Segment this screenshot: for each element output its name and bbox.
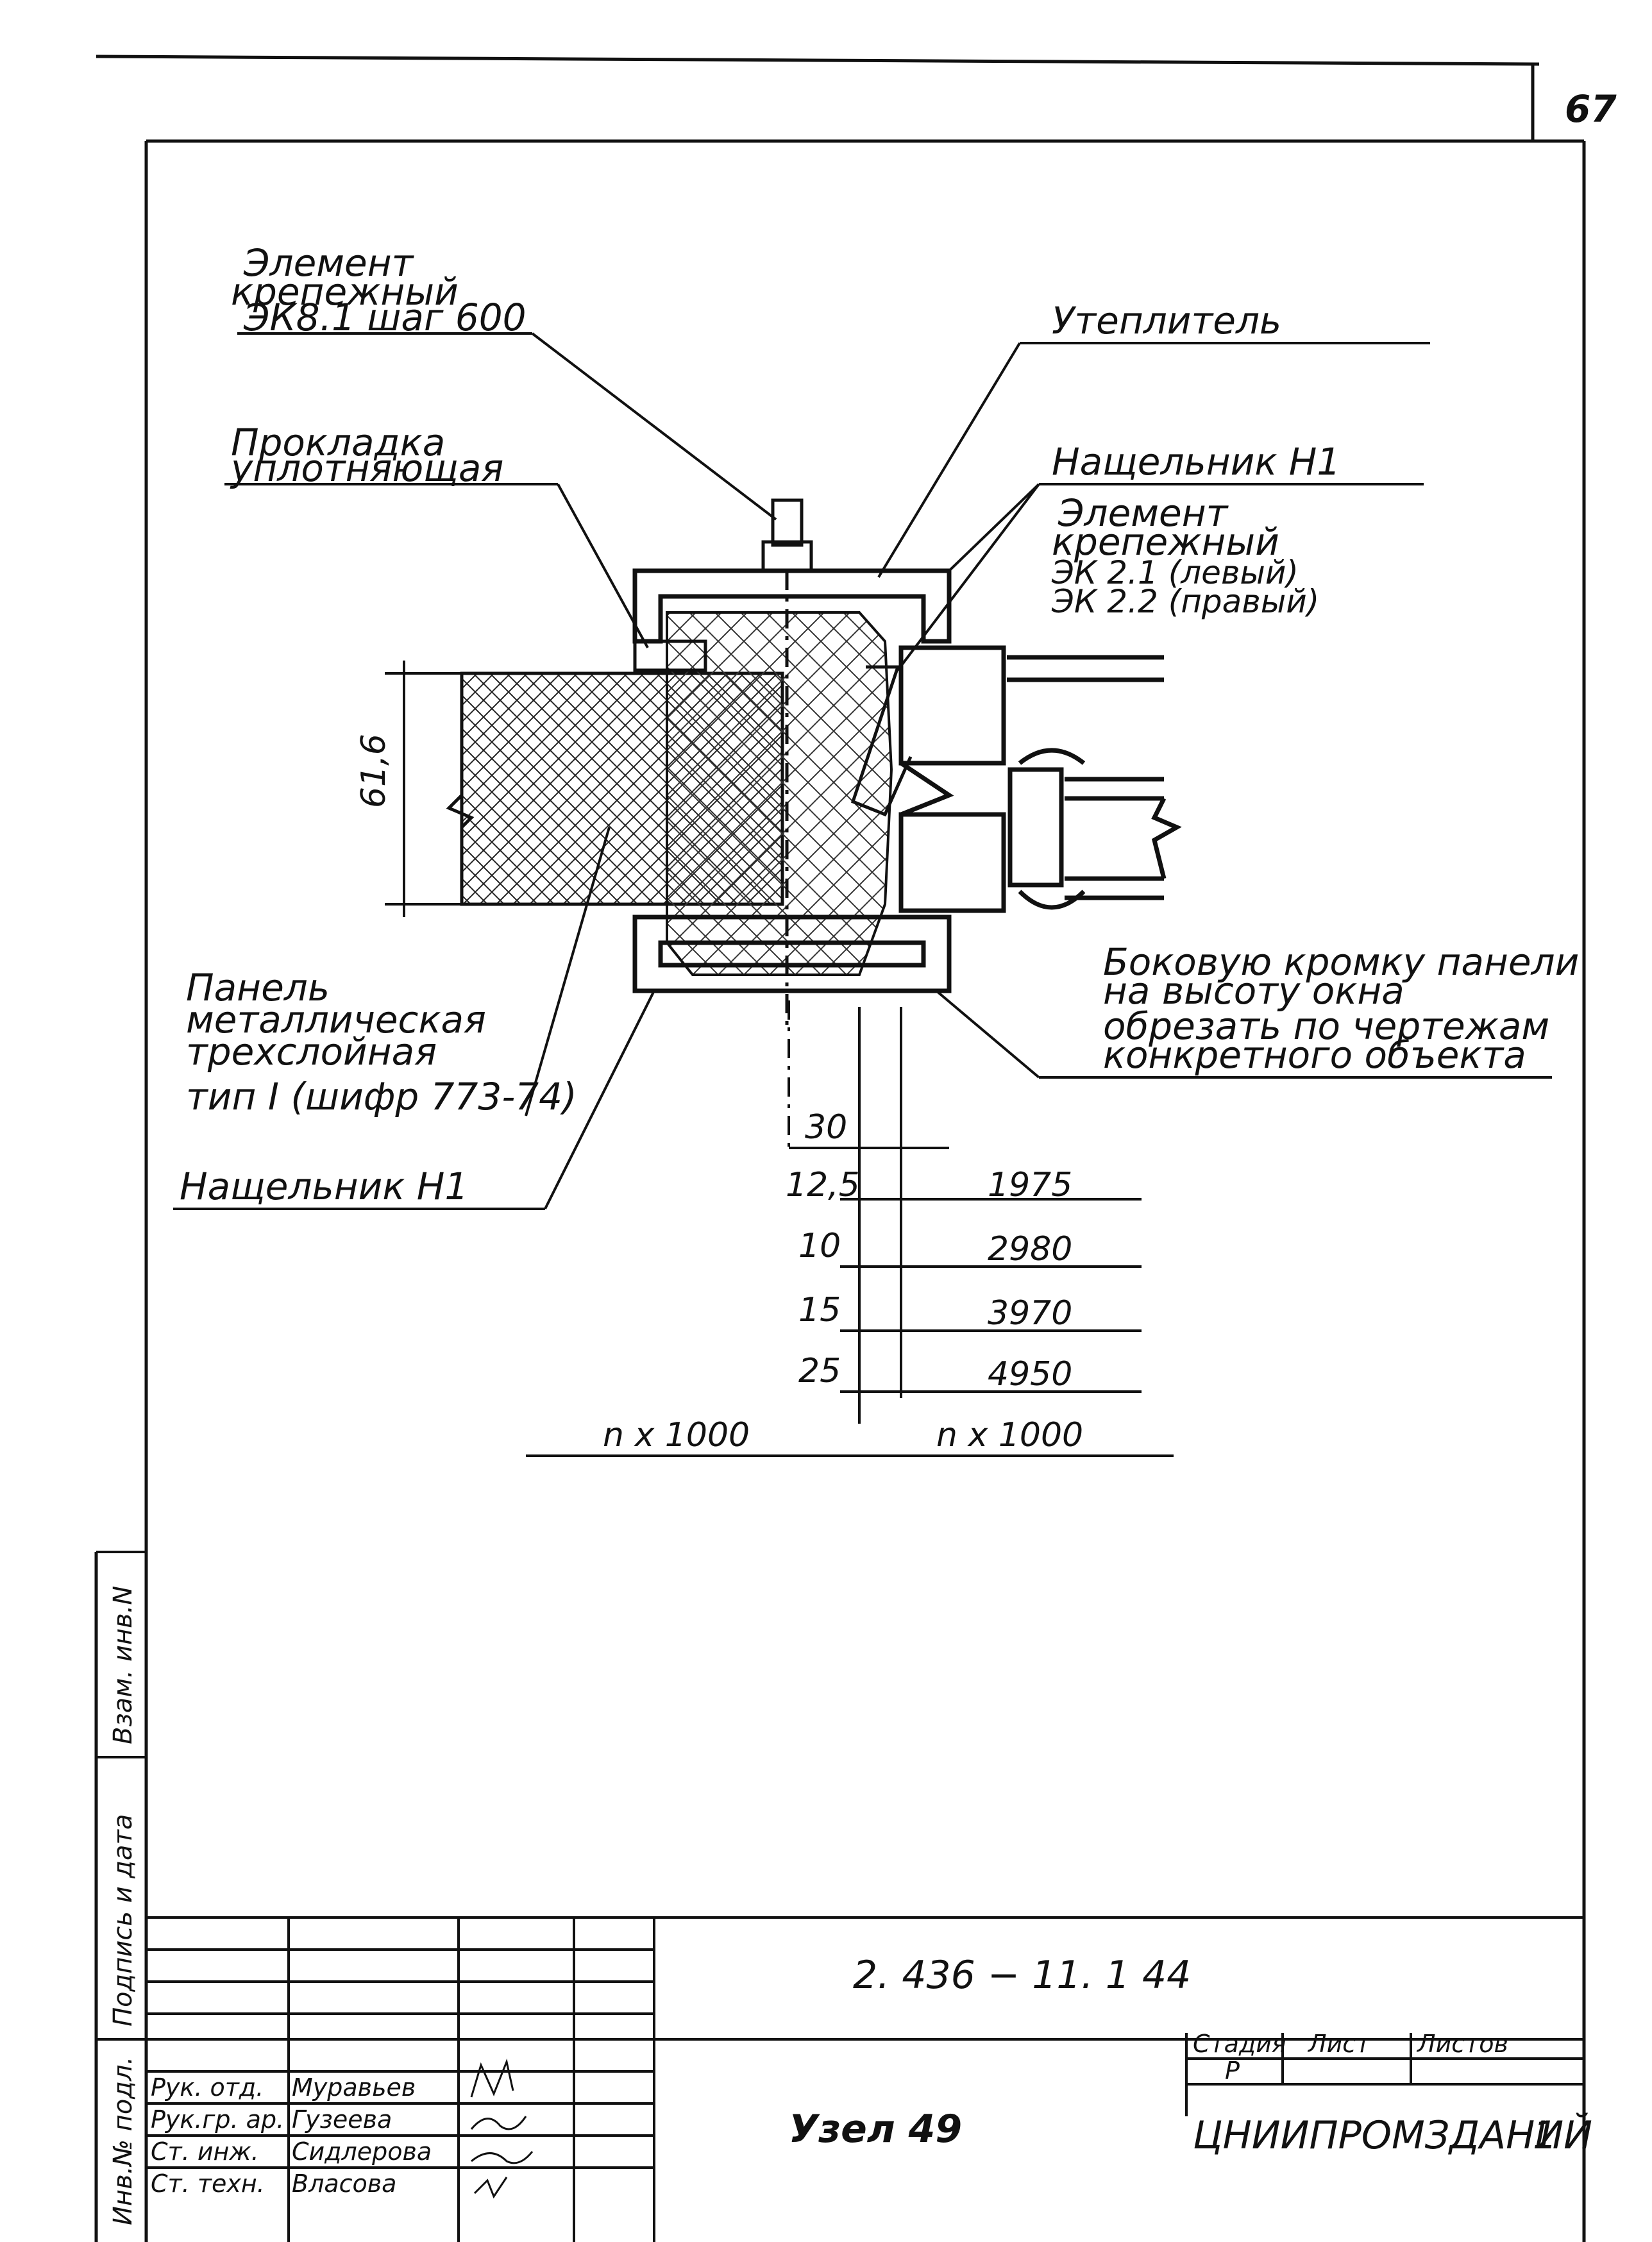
- svg-text:Прокладка: Прокладка: [231, 421, 445, 464]
- thickness-value: 61,6: [355, 734, 393, 808]
- page-number: 67: [1565, 87, 1617, 131]
- label-batten-top: Нащельник Н1: [1052, 440, 1340, 484]
- svg-text:Элемент: Элемент: [1058, 491, 1229, 535]
- signatures: [470, 2058, 534, 2199]
- svg-text:крепежный: крепежный: [1052, 520, 1279, 564]
- svg-text:30: 30: [805, 1108, 847, 1147]
- svg-text:Гузеева: Гузеева: [292, 2105, 392, 2134]
- title-block-grid: [146, 1916, 1584, 2242]
- svg-text:Рук. отд.: Рук. отд.: [151, 2073, 264, 2102]
- label-fastener-top: Элемент крепежный ЭК8.1 шаг 600: [231, 241, 527, 339]
- title-headers: Стадия Лист Листов: [1193, 2030, 1508, 2058]
- insulation-core: [666, 611, 893, 976]
- svg-text:ЭК 2.1 (левый): ЭК 2.1 (левый): [1051, 554, 1299, 591]
- svg-text:ЭК 2.2 (правый): ЭК 2.2 (правый): [1051, 583, 1319, 620]
- label-gasket: Прокладка уплотняющая: [230, 421, 503, 490]
- svg-text:4950: 4950: [988, 1355, 1072, 1394]
- svg-text:тип I (шифр 773-74): тип I (шифр 773-74): [186, 1075, 577, 1118]
- label-insulation: Утеплитель: [1052, 299, 1281, 342]
- svg-text:Боковую кромку панели: Боковую кромку панели: [1103, 940, 1579, 984]
- label-note: Боковую кромку панели на высоту окна обр…: [1103, 940, 1579, 1077]
- svg-text:Ст. инж.: Ст. инж.: [151, 2137, 259, 2166]
- svg-text:Листов: Листов: [1416, 2030, 1508, 2058]
- svg-text:уплотняющая: уплотняющая: [230, 446, 503, 490]
- svg-text:12,5: 12,5: [786, 1166, 860, 1204]
- svg-text:15: 15: [798, 1291, 841, 1329]
- svg-text:10: 10: [798, 1227, 841, 1265]
- bolt-ek8: [761, 498, 813, 1026]
- svg-text:ЭК8.1 шаг 600: ЭК8.1 шаг 600: [243, 296, 527, 339]
- thickness-dimension: [385, 661, 462, 917]
- svg-text:на высоту окна: на высоту окна: [1103, 969, 1404, 1013]
- fastener-ek2: [850, 665, 913, 817]
- side-vzam: Взам. инв.N: [108, 1586, 138, 1744]
- break-line: [446, 673, 475, 904]
- title-roles: Рук. отд. Рук.гр. ар. Ст. инж. Ст. техн.: [151, 2073, 284, 2198]
- svg-text:Панель: Панель: [186, 966, 330, 1009]
- label-batten-bottom: Нащельник Н1: [180, 1165, 468, 1208]
- stage-value: Р: [1225, 2057, 1240, 2085]
- svg-text:25: 25: [798, 1352, 841, 1390]
- dimension-offsets: 30 12,5 10 15 25: [786, 1108, 860, 1390]
- module-left: n x 1000: [603, 1416, 750, 1454]
- svg-text:3970: 3970: [988, 1294, 1072, 1333]
- label-panel: Панель металлическая трехслойная тип I (…: [186, 966, 577, 1118]
- title-names: Муравьев Гузеева Сидлерова Власова: [292, 2073, 432, 2198]
- svg-text:Муравьев: Муравьев: [292, 2073, 416, 2102]
- node-title: Узел 49: [789, 2107, 962, 2152]
- module-right: n x 1000: [936, 1416, 1083, 1454]
- dimension-values: 1975 2980 3970 4950: [988, 1166, 1072, 1394]
- svg-text:Власова: Власова: [292, 2170, 396, 2198]
- side-sign: Подпись и дата: [108, 1814, 138, 2027]
- svg-text:Рук.гр. ар.: Рук.гр. ар.: [151, 2105, 284, 2134]
- svg-text:1975: 1975: [988, 1166, 1072, 1204]
- svg-text:Элемент: Элемент: [243, 241, 415, 285]
- window-frame: [898, 645, 1182, 913]
- svg-text:крепежный: крепежный: [231, 270, 459, 314]
- svg-text:Лист: Лист: [1307, 2030, 1371, 2058]
- dimension-lines: [526, 1000, 1174, 1457]
- svg-text:Ст. техн.: Ст. техн.: [151, 2170, 265, 2198]
- label-fastener-right: Элемент крепежный ЭК 2.1 (левый) ЭК 2.2 …: [1051, 491, 1319, 620]
- svg-text:2980: 2980: [988, 1230, 1072, 1268]
- svg-text:металлическая: металлическая: [186, 998, 486, 1041]
- svg-text:обрезать по чертежам: обрезать по чертежам: [1103, 1004, 1549, 1048]
- sheet-frame: [94, 55, 1586, 2242]
- batten-bottom: [632, 914, 952, 993]
- svg-text:Стадия: Стадия: [1193, 2030, 1286, 2058]
- svg-text:Сидлерова: Сидлерова: [292, 2137, 432, 2166]
- gasket: [633, 639, 707, 672]
- svg-text:трехслойная: трехслойная: [186, 1030, 437, 1074]
- side-stamp: [96, 1551, 146, 2041]
- organization: ЦНИИПРОМЗДАНИЙ: [1193, 2112, 1592, 2158]
- side-inv: Инв.№ подл.: [108, 2057, 138, 2225]
- doc-code: 2. 436 − 11. 1 44: [853, 1953, 1191, 1998]
- svg-text:конкретного объекта: конкретного объекта: [1103, 1033, 1526, 1077]
- sheet-no: 1: [1533, 2113, 1557, 2158]
- leaders: [173, 332, 1552, 1210]
